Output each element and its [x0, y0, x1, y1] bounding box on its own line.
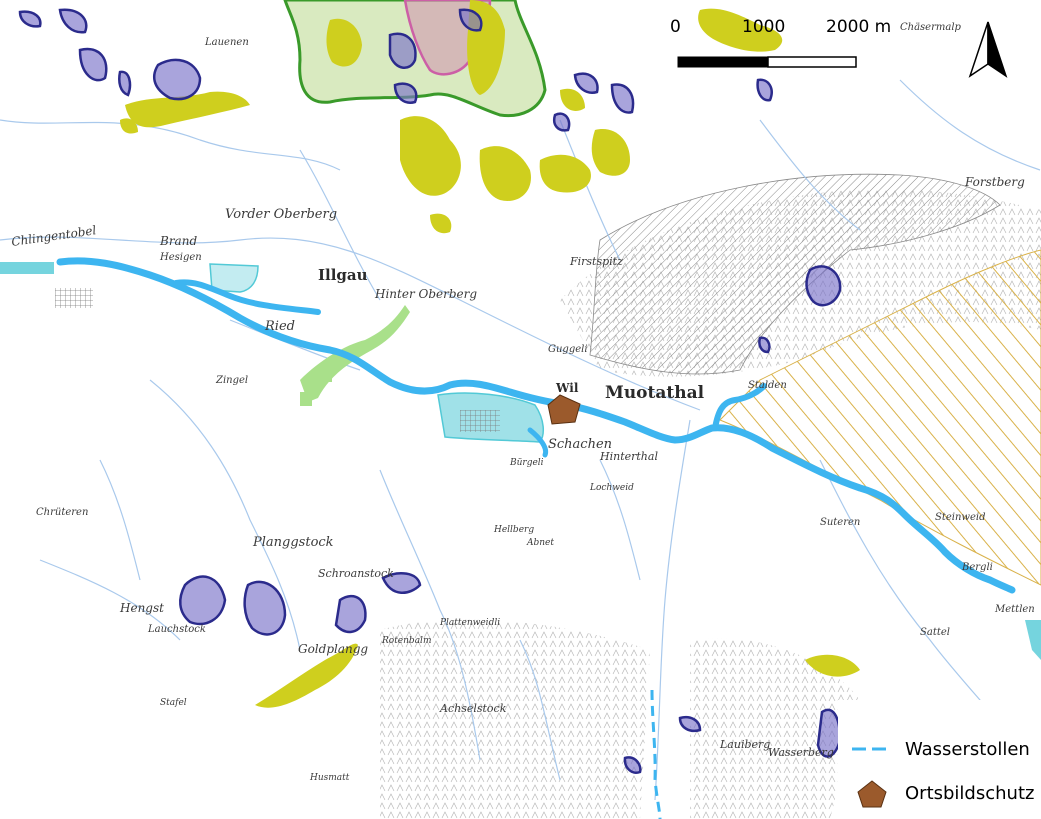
grid-settlement-patch: [55, 288, 93, 308]
svg-text:Hinter Oberberg: Hinter Oberberg: [374, 287, 477, 301]
legend-label-water-tunnel: Wasserstollen: [905, 739, 1030, 760]
svg-text:Abnet: Abnet: [526, 538, 554, 548]
north-arrow-icon: [968, 21, 1008, 78]
svg-text:Stafel: Stafel: [160, 698, 187, 708]
svg-text:Goldplangg: Goldplangg: [298, 642, 368, 656]
light-green-area: [300, 305, 410, 406]
svg-text:Hinterthal: Hinterthal: [599, 450, 658, 463]
svg-text:Lauiberg: Lauiberg: [719, 738, 770, 751]
svg-text:Schroanstock: Schroanstock: [318, 567, 394, 580]
water-tunnel-line: [56, 257, 1016, 594]
svg-text:Achselstock: Achselstock: [439, 702, 507, 715]
svg-text:Plattenweidli: Plattenweidli: [439, 618, 500, 628]
svg-text:Schachen: Schachen: [548, 437, 612, 452]
grid-settlement-patch: [460, 410, 500, 432]
svg-text:Vorder Oberberg: Vorder Oberberg: [225, 207, 337, 222]
svg-text:Chrüteren: Chrüteren: [36, 507, 88, 518]
svg-text:Illgau: Illgau: [318, 266, 368, 284]
svg-text:Muotathal: Muotathal: [605, 383, 705, 403]
heritage-protection-marker: [547, 394, 581, 425]
svg-text:Zingel: Zingel: [215, 375, 248, 386]
svg-text:Sattel: Sattel: [920, 627, 950, 638]
pentagon-icon: [857, 780, 887, 808]
scale-bar: 0 1000 2000 m: [670, 17, 891, 68]
svg-text:Steinweid: Steinweid: [935, 512, 986, 523]
svg-text:Bürgeli: Bürgeli: [509, 458, 544, 468]
svg-text:Lauchstock: Lauchstock: [147, 624, 206, 635]
svg-text:Stalden: Stalden: [748, 380, 787, 391]
place-labels: Muotathal Illgau Schachen Hinterthal Rie…: [10, 22, 1034, 783]
legend-label-heritage: Ortsbildschutz: [905, 783, 1034, 804]
legend: Wasserstollen Ortsbildschutz: [838, 700, 1041, 819]
svg-text:Bergli: Bergli: [961, 562, 993, 573]
svg-text:Husmatt: Husmatt: [309, 773, 350, 783]
rivers: [0, 79, 1041, 801]
svg-text:Guggeli: Guggeli: [548, 344, 588, 355]
svg-text:Hengst: Hengst: [119, 601, 164, 615]
scale-label-2000: 2000 m: [826, 17, 891, 37]
svg-text:Rotenbalm: Rotenbalm: [381, 636, 431, 646]
svg-text:Planggstock: Planggstock: [252, 535, 334, 550]
svg-text:Forstberg: Forstberg: [964, 175, 1025, 189]
grey-hatched-zone: [589, 173, 1001, 375]
svg-text:Lauenen: Lauenen: [204, 37, 249, 48]
svg-text:Lochweid: Lochweid: [589, 483, 634, 493]
svg-text:Chäsermalp: Chäsermalp: [900, 22, 962, 33]
scale-label-0: 0: [670, 17, 681, 37]
svg-text:Wasserberg: Wasserberg: [768, 746, 834, 759]
svg-text:Firstspitz: Firstspitz: [569, 255, 623, 268]
svg-text:Mettlen: Mettlen: [994, 604, 1035, 615]
svg-text:Wil: Wil: [555, 381, 579, 395]
scale-label-1000: 1000: [742, 17, 785, 37]
svg-text:Suteren: Suteren: [820, 517, 860, 528]
svg-text:Ried: Ried: [264, 319, 295, 334]
water-tunnel-dashed-south: [650, 689, 662, 819]
svg-text:Hellberg: Hellberg: [493, 525, 534, 535]
svg-text:Brand: Brand: [159, 234, 197, 248]
svg-text:Hesigen: Hesigen: [159, 252, 202, 263]
